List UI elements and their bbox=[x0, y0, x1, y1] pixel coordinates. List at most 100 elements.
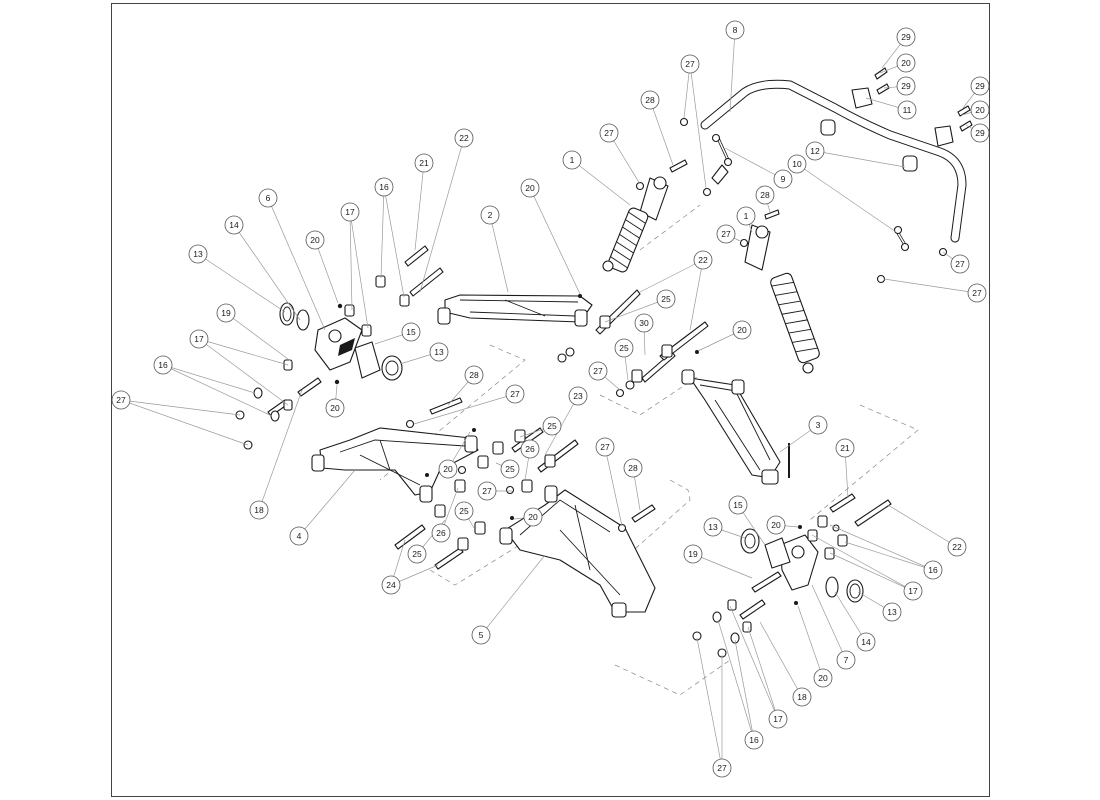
callout-20: 20 bbox=[438, 459, 458, 479]
callout-number: 8 bbox=[733, 25, 738, 35]
nuts-and-washers bbox=[235, 117, 948, 658]
callout-number: 15 bbox=[406, 327, 416, 337]
callout-circle bbox=[438, 459, 458, 479]
callout-28: 28 bbox=[623, 458, 643, 478]
callout-25: 25 bbox=[500, 459, 520, 479]
callout-23: 23 bbox=[568, 386, 588, 406]
callout-number: 9 bbox=[781, 174, 786, 184]
callout-number: 18 bbox=[254, 505, 264, 515]
callout-circle bbox=[305, 230, 325, 250]
callout-16: 16 bbox=[923, 560, 943, 580]
callout-number: 20 bbox=[737, 325, 747, 335]
callout-circle bbox=[562, 150, 582, 170]
callout-number: 28 bbox=[628, 463, 638, 473]
callout-12: 12 bbox=[805, 141, 825, 161]
callout-number: 20 bbox=[818, 673, 828, 683]
callout-number: 5 bbox=[479, 630, 484, 640]
callout-number: 3 bbox=[816, 420, 821, 430]
callout-circle bbox=[792, 687, 812, 707]
callout-number: 18 bbox=[797, 692, 807, 702]
callout-circle bbox=[249, 500, 269, 520]
callout-8: 8 bbox=[725, 20, 745, 40]
callout-number: 20 bbox=[525, 183, 535, 193]
callout-circle bbox=[471, 625, 491, 645]
callout-number: 14 bbox=[861, 637, 871, 647]
callout-circle bbox=[728, 495, 748, 515]
callout-number: 27 bbox=[721, 229, 731, 239]
callout-circle bbox=[766, 515, 786, 535]
callout-17: 17 bbox=[189, 329, 209, 349]
callout-circle bbox=[744, 730, 764, 750]
callout-27: 27 bbox=[595, 437, 615, 457]
callout-circle bbox=[431, 523, 451, 543]
callout-5: 5 bbox=[471, 625, 491, 645]
callout-number: 25 bbox=[661, 294, 671, 304]
callout-circle bbox=[967, 283, 987, 303]
callout-circle bbox=[374, 177, 394, 197]
callout-labels: 1123456789101112131313131414151516161616… bbox=[111, 20, 990, 778]
callout-14: 14 bbox=[856, 632, 876, 652]
callout-circle bbox=[614, 338, 634, 358]
shock-absorber-upper bbox=[602, 176, 669, 273]
callout-20: 20 bbox=[305, 230, 325, 250]
callout-number: 15 bbox=[733, 500, 743, 510]
callout-circle bbox=[542, 416, 562, 436]
callout-number: 27 bbox=[593, 366, 603, 376]
callout-20: 20 bbox=[813, 668, 833, 688]
callout-29: 29 bbox=[970, 76, 990, 96]
callout-circle bbox=[787, 154, 807, 174]
stabilizer-bar bbox=[700, 79, 967, 243]
callout-number: 26 bbox=[436, 528, 446, 538]
callout-number: 20 bbox=[528, 512, 538, 522]
callout-circle bbox=[505, 384, 525, 404]
callout-number: 25 bbox=[459, 506, 469, 516]
callout-circle bbox=[401, 322, 421, 342]
callout-number: 23 bbox=[573, 391, 583, 401]
callout-number: 29 bbox=[975, 81, 985, 91]
callout-29: 29 bbox=[896, 27, 916, 47]
callout-circle bbox=[947, 537, 967, 557]
callout-number: 27 bbox=[482, 486, 492, 496]
callout-27: 27 bbox=[712, 758, 732, 778]
callout-25: 25 bbox=[614, 338, 634, 358]
callout-number: 11 bbox=[903, 105, 912, 115]
callout-circle bbox=[216, 303, 236, 323]
callout-number: 28 bbox=[469, 370, 479, 380]
callout-16: 16 bbox=[153, 355, 173, 375]
callout-20: 20 bbox=[523, 507, 543, 527]
callout-circle bbox=[970, 123, 990, 143]
callout-circle bbox=[429, 342, 449, 362]
callout-27: 27 bbox=[505, 384, 525, 404]
callout-number: 28 bbox=[645, 95, 655, 105]
callout-3: 3 bbox=[808, 415, 828, 435]
callout-number: 12 bbox=[810, 146, 820, 156]
callout-20: 20 bbox=[766, 515, 786, 535]
callout-26: 26 bbox=[431, 523, 451, 543]
callout-number: 17 bbox=[345, 207, 355, 217]
callout-circle bbox=[725, 20, 745, 40]
knuckle-right bbox=[779, 534, 819, 591]
callout-number: 29 bbox=[901, 81, 911, 91]
upper-control-arm-right bbox=[681, 369, 781, 485]
callout-17: 17 bbox=[768, 709, 788, 729]
callout-number: 7 bbox=[844, 655, 849, 665]
callout-circle bbox=[716, 224, 736, 244]
callout-number: 21 bbox=[840, 443, 850, 453]
callout-28: 28 bbox=[755, 185, 775, 205]
callout-16: 16 bbox=[374, 177, 394, 197]
callout-25: 25 bbox=[454, 501, 474, 521]
callout-number: 29 bbox=[901, 32, 911, 42]
callout-circle bbox=[683, 544, 703, 564]
callout-25: 25 bbox=[407, 544, 427, 564]
callout-19: 19 bbox=[216, 303, 236, 323]
callout-circle bbox=[153, 355, 173, 375]
callout-circle bbox=[768, 709, 788, 729]
callout-circle bbox=[923, 560, 943, 580]
callout-20: 20 bbox=[732, 320, 752, 340]
callout-number: 26 bbox=[525, 444, 535, 454]
callout-number: 16 bbox=[928, 565, 938, 575]
callout-21: 21 bbox=[414, 153, 434, 173]
callout-17: 17 bbox=[340, 202, 360, 222]
callout-circle bbox=[595, 437, 615, 457]
callout-number: 22 bbox=[459, 133, 469, 143]
